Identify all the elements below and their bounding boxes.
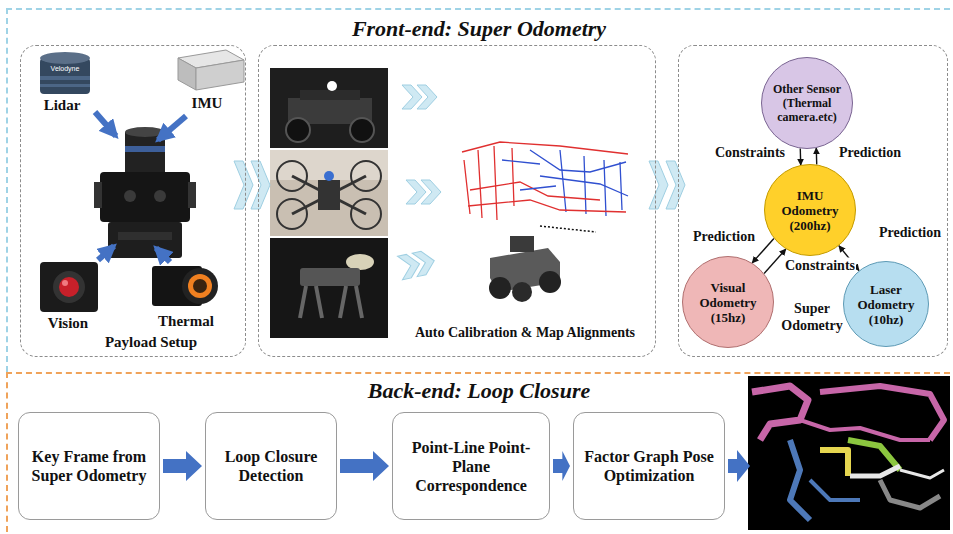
connector xyxy=(816,148,817,164)
output-arrow xyxy=(728,450,750,482)
process-box: Loop Closure Detection xyxy=(205,412,337,520)
node-text: Back-end: Loop Closure xyxy=(8,379,950,403)
connector xyxy=(649,161,685,209)
node-text: Super Odometry xyxy=(775,300,849,334)
thermal-camera xyxy=(152,266,218,306)
lidar-sensor xyxy=(40,52,90,94)
flow-chevron xyxy=(666,161,685,209)
edge-label: Constraints xyxy=(714,145,786,160)
arrow-line xyxy=(764,249,786,273)
region-band: Back-end: Loop ClosureKey Frame from Sup… xyxy=(6,372,950,532)
process-box: Point-Line Point-Plane Correspondence xyxy=(392,412,550,520)
odometry-circle: Visual Odometry (15hz) xyxy=(682,256,774,348)
block-arrow xyxy=(553,451,570,481)
node-text: Key Frame from Super Odometry xyxy=(26,447,152,485)
sensor-arrow xyxy=(95,112,186,262)
block-arrow xyxy=(340,451,389,481)
connector xyxy=(340,451,389,481)
edge-label: Constraints xyxy=(784,258,856,273)
part-label: Vision xyxy=(48,315,88,332)
part-label: Thermal xyxy=(158,313,214,330)
odometry-circle: Laser Odometry (10hz) xyxy=(843,261,929,347)
edge-label: Prediction xyxy=(692,229,756,244)
odometry-circle: IMU Odometry (200hz) xyxy=(764,164,856,256)
dashed-group-box: Super Odometry Other Sensor (Thermal came… xyxy=(678,45,948,357)
flow-chevron xyxy=(234,161,253,209)
flow-chevron xyxy=(251,161,270,209)
legged-robot-photo xyxy=(270,238,388,338)
connector xyxy=(553,451,570,481)
node-text: Point-Line Point-Plane Correspondence xyxy=(400,438,542,495)
connector xyxy=(800,149,801,165)
node-text: Visual Odometry (15hz) xyxy=(693,280,763,325)
dashed-group-box: Payload Setup xyxy=(20,45,246,357)
connector xyxy=(163,451,202,481)
part-label: IMU xyxy=(192,95,223,112)
connector xyxy=(234,161,270,209)
region-band: Front-end: Super OdometryPayload Setup Au… xyxy=(6,8,950,372)
process-box: Key Frame from Super Odometry xyxy=(18,412,160,520)
edge-label: Prediction xyxy=(838,145,902,160)
block-arrow xyxy=(163,451,202,481)
odometry-circle: Other Sensor (Thermal camera.etc) xyxy=(761,57,853,149)
edge-label: Prediction xyxy=(878,225,942,240)
flow-chevron xyxy=(398,85,441,280)
node-text: IMU Odometry (200hz) xyxy=(775,188,845,233)
node-text: Factor Graph Pose Optimization xyxy=(581,447,717,485)
part-label: Velodyne xyxy=(51,65,80,73)
drone-photo xyxy=(270,150,388,236)
flow-chevron xyxy=(649,161,668,209)
dashed-group-box: Auto Calibration & Map Alignments xyxy=(258,45,656,357)
part-label: Lidar xyxy=(44,97,81,114)
node-text: Payload Setup xyxy=(76,333,226,351)
loop-closure-map xyxy=(748,376,950,530)
robot-model xyxy=(489,226,596,302)
payload-rig xyxy=(94,127,196,258)
node-text: Other Sensor (Thermal camera.etc) xyxy=(770,82,844,124)
point-cloud-map xyxy=(462,142,628,220)
arrow-line xyxy=(800,149,802,165)
process-box: Factor Graph Pose Optimization xyxy=(573,412,725,520)
vision-camera xyxy=(40,262,98,312)
robot-photo xyxy=(270,68,388,148)
node-text: Loop Closure Detection xyxy=(213,447,329,485)
arrow-line xyxy=(816,148,818,164)
node-text: Front-end: Super Odometry xyxy=(8,17,950,41)
node-text: Auto Calibration & Map Alignments xyxy=(397,324,653,341)
node-text: Laser Odometry (10hz) xyxy=(853,282,919,327)
connector xyxy=(764,249,786,273)
imu-sensor xyxy=(178,50,244,90)
